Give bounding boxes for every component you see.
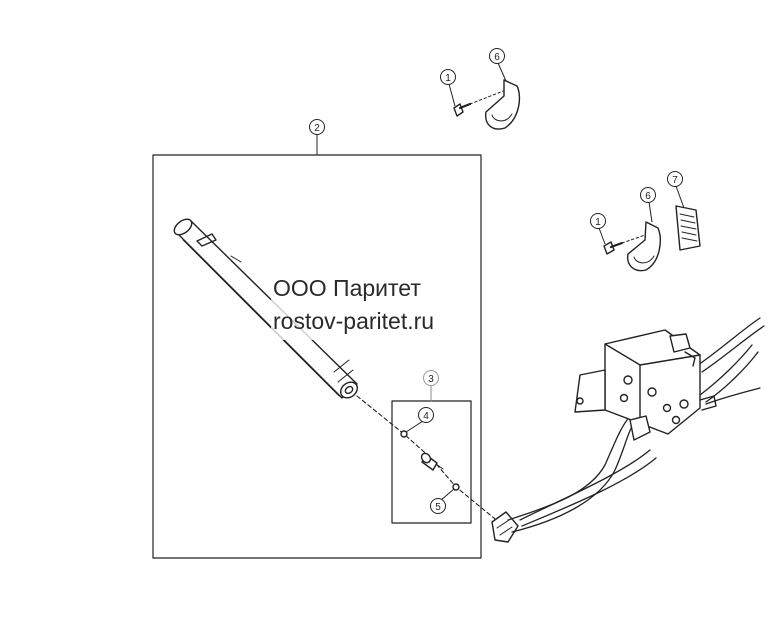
washer-item-5 xyxy=(452,483,460,491)
clamp-group-top xyxy=(453,79,521,130)
svg-text:1: 1 xyxy=(595,217,601,228)
callout-7: 7 xyxy=(667,171,685,209)
callout-3: 3 xyxy=(423,370,439,386)
hose-elbow-fitting xyxy=(491,511,519,543)
washer-item-4 xyxy=(400,430,408,438)
watermark-site: rostov-paritet.ru xyxy=(273,308,435,334)
hydraulic-hoses xyxy=(507,317,765,533)
callout-4: 4 xyxy=(405,407,434,433)
svg-text:7: 7 xyxy=(672,175,678,186)
callout-1-mid: 1 xyxy=(590,213,606,245)
svg-text:2: 2 xyxy=(314,123,320,134)
svg-text:1: 1 xyxy=(445,73,451,84)
svg-text:5: 5 xyxy=(435,502,441,513)
callout-5: 5 xyxy=(430,488,455,514)
callout-6-mid: 6 xyxy=(640,187,656,223)
svg-text:4: 4 xyxy=(423,411,429,422)
watermark-company: ООО Паритет xyxy=(273,275,421,301)
hydraulic-cylinder xyxy=(173,218,358,399)
callout-6-top: 6 xyxy=(489,48,507,82)
callout-2: 2 xyxy=(309,119,325,135)
clamp-group-middle xyxy=(603,205,701,272)
svg-text:6: 6 xyxy=(645,191,651,202)
fitting xyxy=(420,452,444,471)
svg-text:3: 3 xyxy=(428,374,434,385)
callout-1-top: 1 xyxy=(440,69,456,107)
svg-text:6: 6 xyxy=(494,52,500,63)
control-valve-block xyxy=(574,329,717,441)
watermark: ООО Паритет rostov-paritet.ru xyxy=(271,272,441,340)
